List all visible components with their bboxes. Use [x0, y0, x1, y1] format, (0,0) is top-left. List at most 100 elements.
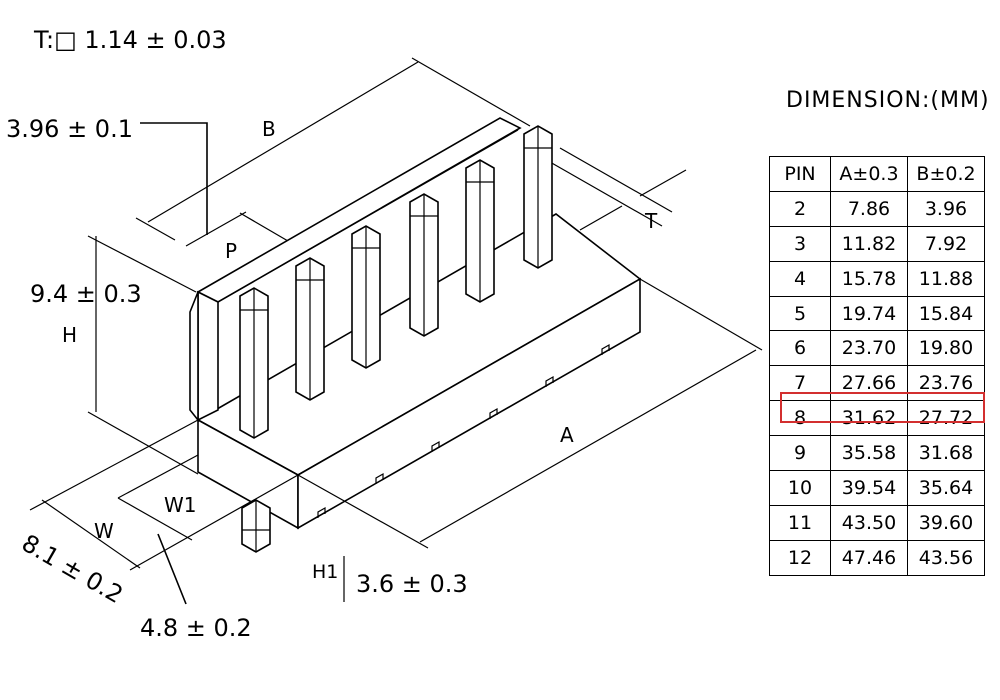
cell-pin: 8 — [769, 400, 831, 437]
cell-b: 19.80 — [907, 330, 985, 367]
height-label: 9.4 ± 0.3 — [30, 280, 142, 308]
notch — [431, 440, 440, 452]
dim-a-letter: A — [560, 423, 574, 447]
pin — [239, 287, 269, 439]
back-wall-edge — [189, 291, 199, 423]
dim-w-line — [41, 499, 141, 569]
cell-a: 27.66 — [830, 365, 908, 402]
cell-pin: 5 — [769, 295, 831, 332]
cell-a: 15.78 — [830, 260, 908, 297]
pin — [351, 225, 381, 369]
dim-b-ext-left — [135, 217, 176, 241]
pins — [239, 125, 553, 553]
thickness-note: T:□ 1.14 ± 0.03 — [33, 26, 227, 54]
dim-w1-letter: W1 — [164, 493, 197, 517]
dim-w-letter: W — [94, 519, 114, 543]
pitch-label: 3.96 ± 0.1 — [6, 115, 133, 143]
cell-a: 39.54 — [830, 470, 908, 506]
dim-t-arrow-2 — [579, 205, 623, 231]
dim-h-letter: H — [62, 323, 77, 347]
cell-b: 7.92 — [907, 225, 985, 262]
cell-a: 11.82 — [830, 225, 908, 262]
cell-a: 23.70 — [830, 330, 908, 367]
dim-b-letter: B — [262, 117, 276, 141]
cell-a: 43.50 — [830, 504, 908, 541]
table-header-row: PIN A±0.3 B±0.2 — [769, 156, 985, 192]
column-header: B±0.2 — [907, 156, 985, 192]
cell-pin: 6 — [769, 330, 831, 367]
dim-t-ext-2 — [549, 161, 663, 227]
cell-a: 19.74 — [830, 295, 908, 332]
dim-w-ext-bottom — [129, 474, 299, 571]
notch — [375, 472, 384, 484]
cell-pin: 2 — [769, 190, 831, 227]
housing-side-face — [297, 277, 641, 530]
pin — [523, 125, 553, 269]
cell-pin: 11 — [769, 504, 831, 541]
dim-h-ext-top — [87, 235, 197, 293]
cell-pin: 9 — [769, 435, 831, 472]
cell-b: 11.88 — [907, 260, 985, 297]
dim-w1-line — [117, 497, 193, 541]
cell-b: 15.84 — [907, 295, 985, 332]
notch — [489, 407, 498, 419]
cell-b: 31.68 — [907, 435, 985, 472]
cell-b: 23.76 — [907, 365, 985, 402]
cell-b: 35.64 — [907, 470, 985, 506]
cell-a: 31.62 — [830, 400, 908, 437]
cell-a: 35.58 — [830, 435, 908, 472]
w1-label: 4.8 ± 0.2 — [140, 614, 252, 642]
back-wall-front — [197, 290, 219, 422]
dim-a-ext-left — [297, 474, 429, 549]
cell-pin: 3 — [769, 225, 831, 262]
pin — [465, 159, 495, 303]
notch — [601, 343, 610, 355]
dim-t-letter: T — [644, 209, 658, 233]
cell-a: 47.46 — [830, 539, 908, 576]
column-header: A±0.3 — [830, 156, 908, 192]
cell-pin: 12 — [769, 539, 831, 576]
notch — [545, 375, 554, 387]
dim-w-ext-top — [29, 419, 199, 511]
cell-b: 39.60 — [907, 504, 985, 541]
cell-a: 7.86 — [830, 190, 908, 227]
column-header: PIN — [769, 156, 831, 192]
dim-a-line — [419, 349, 757, 543]
dim-h1-letter: H1 — [312, 561, 338, 583]
dim-p-letter: P — [225, 239, 237, 263]
dim-t-ext-1 — [559, 147, 673, 213]
pin-tail — [241, 499, 271, 553]
dim-h-ext-bottom — [87, 411, 199, 475]
connector-housing — [189, 117, 642, 530]
h1-label: 3.6 ± 0.3 — [356, 570, 468, 598]
cell-pin: 4 — [769, 260, 831, 297]
dim-b-ext-right — [411, 57, 531, 127]
w1-leader — [157, 533, 187, 605]
cell-b: 43.56 — [907, 539, 985, 576]
pin — [295, 257, 325, 401]
pitch-leader — [140, 122, 208, 235]
notch — [317, 506, 326, 518]
dim-b-line — [147, 61, 419, 223]
dim-a-ext — [639, 278, 763, 351]
dim-w1-ext — [117, 454, 199, 499]
back-wall-line — [217, 129, 519, 303]
pin — [409, 193, 439, 337]
cell-pin: 10 — [769, 470, 831, 506]
highlight-box — [780, 392, 985, 423]
cell-b: 3.96 — [907, 190, 985, 227]
cell-b: 27.72 — [907, 400, 985, 437]
dim-t-arrow-1 — [639, 169, 687, 197]
